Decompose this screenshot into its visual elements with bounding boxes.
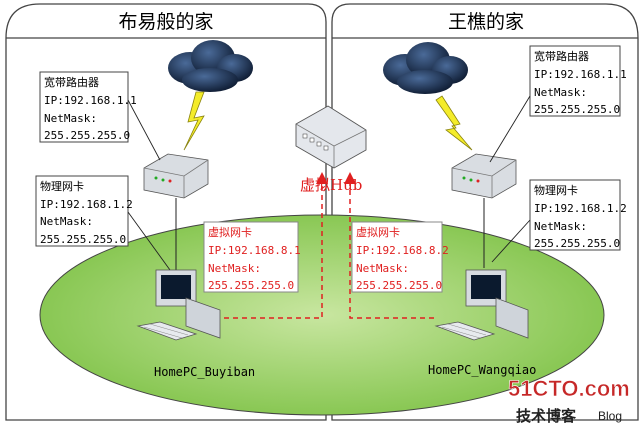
left-nic-info-box (35, 175, 129, 247)
left-vnic-info-box (203, 221, 299, 293)
right-nic-line-3: NetMask: (534, 220, 587, 233)
left-vnic-line-4: 255.255.255.0 (208, 279, 294, 292)
right-nic-line-1: 物理网卡 (534, 183, 578, 197)
left-vnic-line-2: IP:192.168.8.1 (208, 244, 301, 257)
left-nic-box-leader (127, 211, 171, 271)
internet-cloud-left-icon (168, 40, 253, 92)
left-pc-icon (136, 269, 221, 341)
right-virtual-link (344, 172, 434, 319)
left-router-box-leader (127, 99, 161, 161)
left-pc-label: HomePC_Buyiban (154, 365, 255, 379)
left-router-line-3: NetMask: (44, 112, 97, 125)
right-nic-info-box (529, 179, 621, 251)
watermark-site: 51CTO.com (508, 376, 630, 401)
virtual-hub-icon (295, 105, 367, 169)
right-house-title: 王樵的家 (448, 11, 524, 33)
right-pc-label: HomePC_Wangqiao (428, 363, 536, 377)
watermark-blog: Blog (598, 409, 622, 423)
lightning-left-icon (183, 91, 205, 151)
lightning-right-icon (435, 95, 473, 151)
right-vnic-line-4: 255.255.255.0 (356, 279, 442, 292)
right-router-line-1: 宽带路由器 (534, 49, 589, 63)
left-router-line-1: 宽带路由器 (44, 75, 99, 89)
left-house-title: 布易般的家 (118, 11, 213, 33)
right-nic-box-leader (491, 219, 531, 263)
right-router-info-box (529, 45, 621, 117)
left-nic-line-2: IP:192.168.1.2 (40, 198, 133, 211)
left-router-icon (143, 153, 209, 199)
left-router-info-box (39, 71, 129, 143)
right-router-icon (451, 153, 517, 199)
internet-cloud-right-icon (383, 42, 468, 94)
right-nic-line-2: IP:192.168.1.2 (534, 202, 627, 215)
right-vnic-line-2: IP:192.168.8.2 (356, 244, 449, 257)
right-router-box-leader (489, 95, 531, 163)
right-vnic-line-3: NetMask: (356, 262, 409, 275)
left-router-line-2: IP:192.168.1.1 (44, 94, 137, 107)
watermark-sub: 技术博客 (516, 407, 577, 425)
left-nic-line-1: 物理网卡 (40, 179, 84, 193)
right-router-line-4: 255.255.255.0 (534, 103, 620, 116)
virtual-hub-label: 虚拟Hub (300, 176, 362, 194)
right-pc-icon (434, 269, 529, 341)
right-router-line-2: IP:192.168.1.1 (534, 68, 627, 81)
left-nic-line-4: 255.255.255.0 (40, 233, 126, 246)
left-virtual-link (224, 172, 328, 319)
left-vnic-line-3: NetMask: (208, 262, 261, 275)
right-vnic-info-box (351, 221, 443, 293)
left-router-line-4: 255.255.255.0 (44, 129, 130, 142)
left-nic-line-3: NetMask: (40, 215, 93, 228)
right-router-line-3: NetMask: (534, 86, 587, 99)
left-vnic-line-1: 虚拟网卡 (208, 225, 252, 239)
right-nic-line-4: 255.255.255.0 (534, 237, 620, 250)
right-vnic-line-1: 虚拟网卡 (356, 225, 400, 239)
